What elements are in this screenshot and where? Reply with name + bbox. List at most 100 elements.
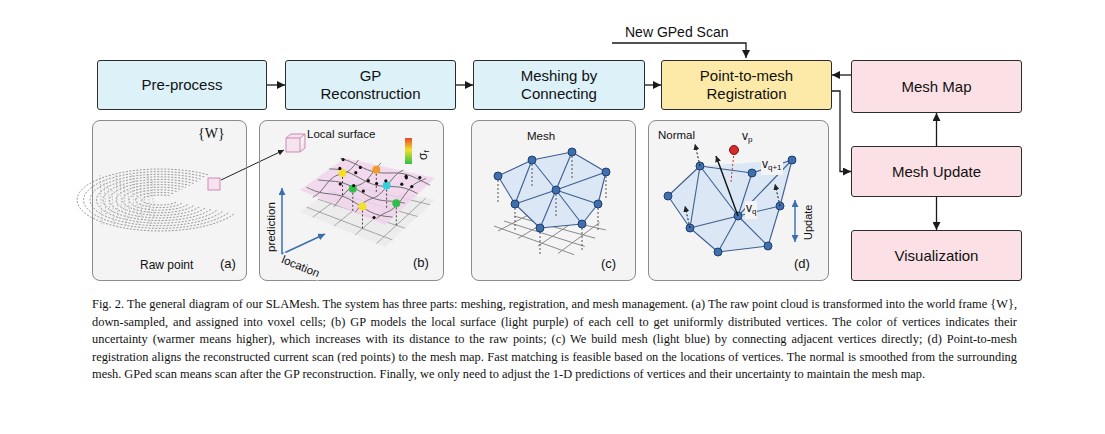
box-label: Mesh Map <box>901 78 971 96</box>
panel-ground <box>648 120 829 281</box>
scan-ring <box>129 190 188 210</box>
gp-surface <box>282 134 435 254</box>
panel-tag: (a) <box>219 257 237 271</box>
mesh-edge <box>532 160 556 190</box>
vertex-normal <box>685 206 690 228</box>
vertex-normal <box>695 144 700 166</box>
registration-figure <box>664 144 796 256</box>
panel-tag: (d) <box>793 257 811 271</box>
figure-panel: {W} Raw point (a) <box>92 120 247 281</box>
mesh-edge <box>690 228 718 252</box>
input-label: New GPed Scan <box>625 24 729 40</box>
process-box: Meshing by Connecting <box>473 60 645 110</box>
flow-arrow <box>832 91 851 172</box>
vertex <box>511 200 519 208</box>
scan-structure <box>112 190 114 225</box>
mesh-edge <box>540 224 582 228</box>
mesh-edge <box>668 196 690 228</box>
vertex <box>602 168 610 176</box>
vertex <box>594 200 602 208</box>
grid-line <box>318 180 405 203</box>
process-box: Point-to-mesh Registration <box>661 60 832 110</box>
raw-point <box>342 158 345 161</box>
grid-line <box>377 178 427 218</box>
vertex <box>536 224 544 232</box>
raw-point <box>338 167 341 170</box>
local-surface <box>300 158 435 225</box>
mesh-edge <box>515 190 556 204</box>
match-line <box>731 152 734 182</box>
box-label: Meshing by Connecting <box>509 67 609 103</box>
scan-ring <box>110 182 205 218</box>
normal-arrow <box>716 156 738 216</box>
raw-point <box>339 182 342 185</box>
mesh-edge <box>515 160 532 204</box>
figure-label: Local surface <box>306 127 376 141</box>
flow-arrow <box>936 197 937 230</box>
figure-label: prediction <box>264 201 278 253</box>
scan-ring <box>97 177 217 223</box>
mesh-edge <box>690 216 738 228</box>
voxel-cell <box>208 178 220 190</box>
flow-arrow <box>456 84 473 85</box>
figure-label: Raw point <box>139 258 194 272</box>
raw-point <box>367 179 370 182</box>
raw-point <box>410 185 413 188</box>
figure-label: {W} <box>197 127 226 141</box>
scan-structure <box>108 185 110 213</box>
vertex-normal <box>775 184 780 206</box>
raw-point <box>400 183 403 186</box>
scan-structure <box>128 190 130 219</box>
grid-line <box>313 160 359 197</box>
scan-structure <box>152 180 154 219</box>
flow-arrow <box>936 113 937 146</box>
scan-structure <box>144 190 146 213</box>
vertex <box>372 166 380 174</box>
vertex <box>764 242 772 250</box>
mesh-edge <box>556 172 606 190</box>
raw-point <box>418 176 421 179</box>
vertex <box>748 169 756 177</box>
mesh-edge <box>668 166 700 196</box>
scan-point <box>730 146 739 155</box>
vertex <box>392 199 400 207</box>
mesh-edge <box>718 216 738 252</box>
figure-panel: Local surfaceσfpredictionlocation(b) <box>259 120 444 281</box>
box-label: Pre-process <box>142 76 223 94</box>
flow-arrow <box>832 74 851 75</box>
flow-arrow <box>267 84 285 85</box>
mesh-edge <box>572 152 606 172</box>
figure-label: σf <box>416 149 434 161</box>
process-box: Mesh Update <box>851 146 1022 197</box>
mesh-edge <box>718 246 768 252</box>
scan-structure <box>104 180 106 219</box>
uncertainty-colorbar <box>405 138 412 164</box>
raw-point <box>354 171 357 174</box>
raw-point <box>362 189 365 192</box>
figure-label: Normal <box>657 128 696 142</box>
scan-structure <box>124 185 126 225</box>
figure-label: Update <box>801 204 815 241</box>
box-label: Visualization <box>895 247 979 265</box>
mesh-edge <box>556 190 598 204</box>
grid-line <box>307 187 393 217</box>
scan-structure <box>120 180 122 213</box>
mesh-figure <box>494 148 610 256</box>
raw-point <box>352 184 355 187</box>
raw-point <box>405 175 408 178</box>
scan-ring <box>136 192 182 207</box>
mesh-edge <box>556 190 582 224</box>
mesh-surface <box>498 152 606 228</box>
figure-label: Mesh <box>526 129 556 143</box>
scan-structure <box>116 175 118 219</box>
flow-arrow <box>645 84 661 85</box>
panel-tag: (c) <box>600 257 617 271</box>
vertex <box>664 192 672 200</box>
mesh-edge <box>738 216 768 246</box>
process-box: Mesh Map <box>851 60 1022 113</box>
panel-tag: (b) <box>412 256 430 270</box>
mesh-edge <box>598 172 606 204</box>
mesh-edge <box>498 176 515 204</box>
panel-ground <box>471 120 636 281</box>
figure-label: vp <box>741 129 753 147</box>
